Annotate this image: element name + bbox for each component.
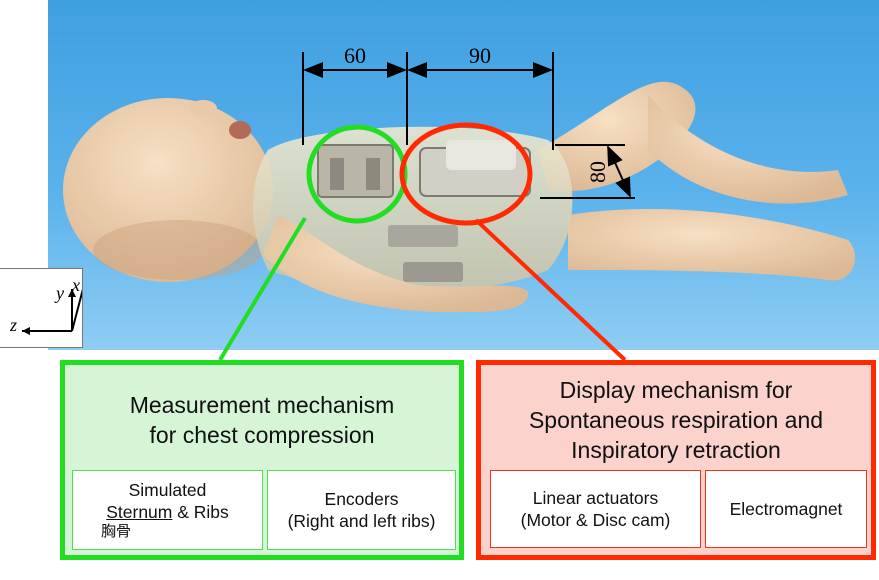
electromagnet-box: Electromagnet	[705, 470, 867, 548]
green-highlight-circle	[306, 124, 408, 224]
manikin-lower-arm	[263, 215, 529, 313]
red-highlight-circle	[399, 122, 533, 226]
linear-actuators-box: Linear actuators (Motor & Disc cam)	[490, 470, 701, 548]
axis-label-x: x	[71, 275, 80, 295]
dim-label-90: 90	[469, 43, 491, 68]
manikin-leg	[568, 209, 856, 281]
display-panel-title: Display mechanism for Spontaneous respir…	[528, 377, 824, 463]
axis-label-y: y	[54, 283, 64, 303]
dim-arrow-80	[607, 145, 631, 198]
axes-indicator: y x z	[0, 268, 85, 348]
dim-label-80: 80	[585, 161, 610, 183]
measurement-panel-title: Measurement mechanism for chest compress…	[129, 392, 395, 448]
axes-glyph: y x z	[9, 275, 85, 335]
manikin-illustration	[63, 81, 856, 313]
simulated-sternum-box: Simulated Sternum & Ribs 胸骨	[72, 470, 263, 550]
manikin-head	[63, 98, 273, 282]
dim-label-60: 60	[344, 43, 366, 68]
encoders-box: Encoders (Right and left ribs)	[267, 470, 456, 550]
manikin-photo	[48, 0, 879, 350]
red-leader-line	[474, 218, 627, 362]
axis-label-z: z	[9, 315, 17, 335]
display-mechanism-panel: Display mechanism for Spontaneous respir…	[476, 360, 876, 560]
manikin-mouth	[229, 121, 251, 139]
measurement-mechanism-panel: Measurement mechanism for chest compress…	[60, 360, 464, 560]
green-leader-line	[218, 216, 307, 362]
